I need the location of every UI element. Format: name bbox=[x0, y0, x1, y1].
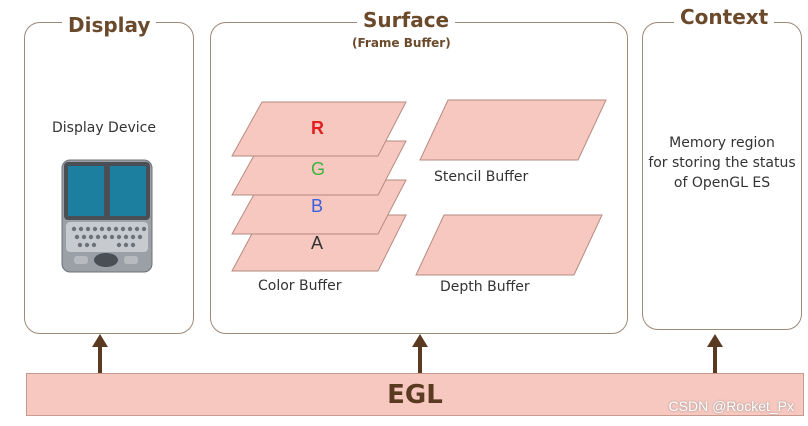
color-buffer-label: Color Buffer bbox=[258, 278, 342, 294]
context-line-2: for storing the status bbox=[648, 155, 796, 171]
surface-subtitle: (Frame Buffer) bbox=[352, 36, 451, 50]
layer-letter-b: B bbox=[311, 196, 324, 216]
color-layer-r bbox=[231, 101, 407, 157]
stencil-buffer-label: Stencil Buffer bbox=[434, 169, 529, 185]
display-device-label: Display Device bbox=[52, 120, 156, 136]
arrow-up-icon bbox=[92, 334, 108, 373]
arrow-up-icon bbox=[412, 334, 428, 373]
stencil-buffer-plane bbox=[419, 99, 607, 161]
layer-letter-a: A bbox=[311, 233, 324, 253]
surface-title: Surface bbox=[357, 8, 456, 32]
arrow-up-icon bbox=[707, 334, 723, 373]
depth-buffer-plane bbox=[415, 214, 603, 276]
context-line-1: Memory region bbox=[669, 135, 775, 151]
egl-label: EGL bbox=[387, 379, 443, 410]
context-description: Memory region for storing the status of … bbox=[642, 133, 802, 193]
context-line-3: of OpenGL ES bbox=[673, 175, 771, 191]
display-title: Display bbox=[62, 13, 157, 37]
depth-buffer-label: Depth Buffer bbox=[440, 279, 530, 295]
watermark: CSDN @Rocket_Px bbox=[668, 398, 794, 414]
display-device-icon bbox=[61, 159, 153, 273]
egl-bar: EGL bbox=[26, 373, 804, 416]
layer-letter-g: G bbox=[311, 159, 326, 179]
context-panel bbox=[642, 22, 802, 330]
color-buffer-stack bbox=[231, 101, 407, 272]
context-title: Context bbox=[674, 5, 775, 29]
arrows bbox=[92, 334, 723, 373]
layer-letter-r: R bbox=[311, 118, 324, 138]
